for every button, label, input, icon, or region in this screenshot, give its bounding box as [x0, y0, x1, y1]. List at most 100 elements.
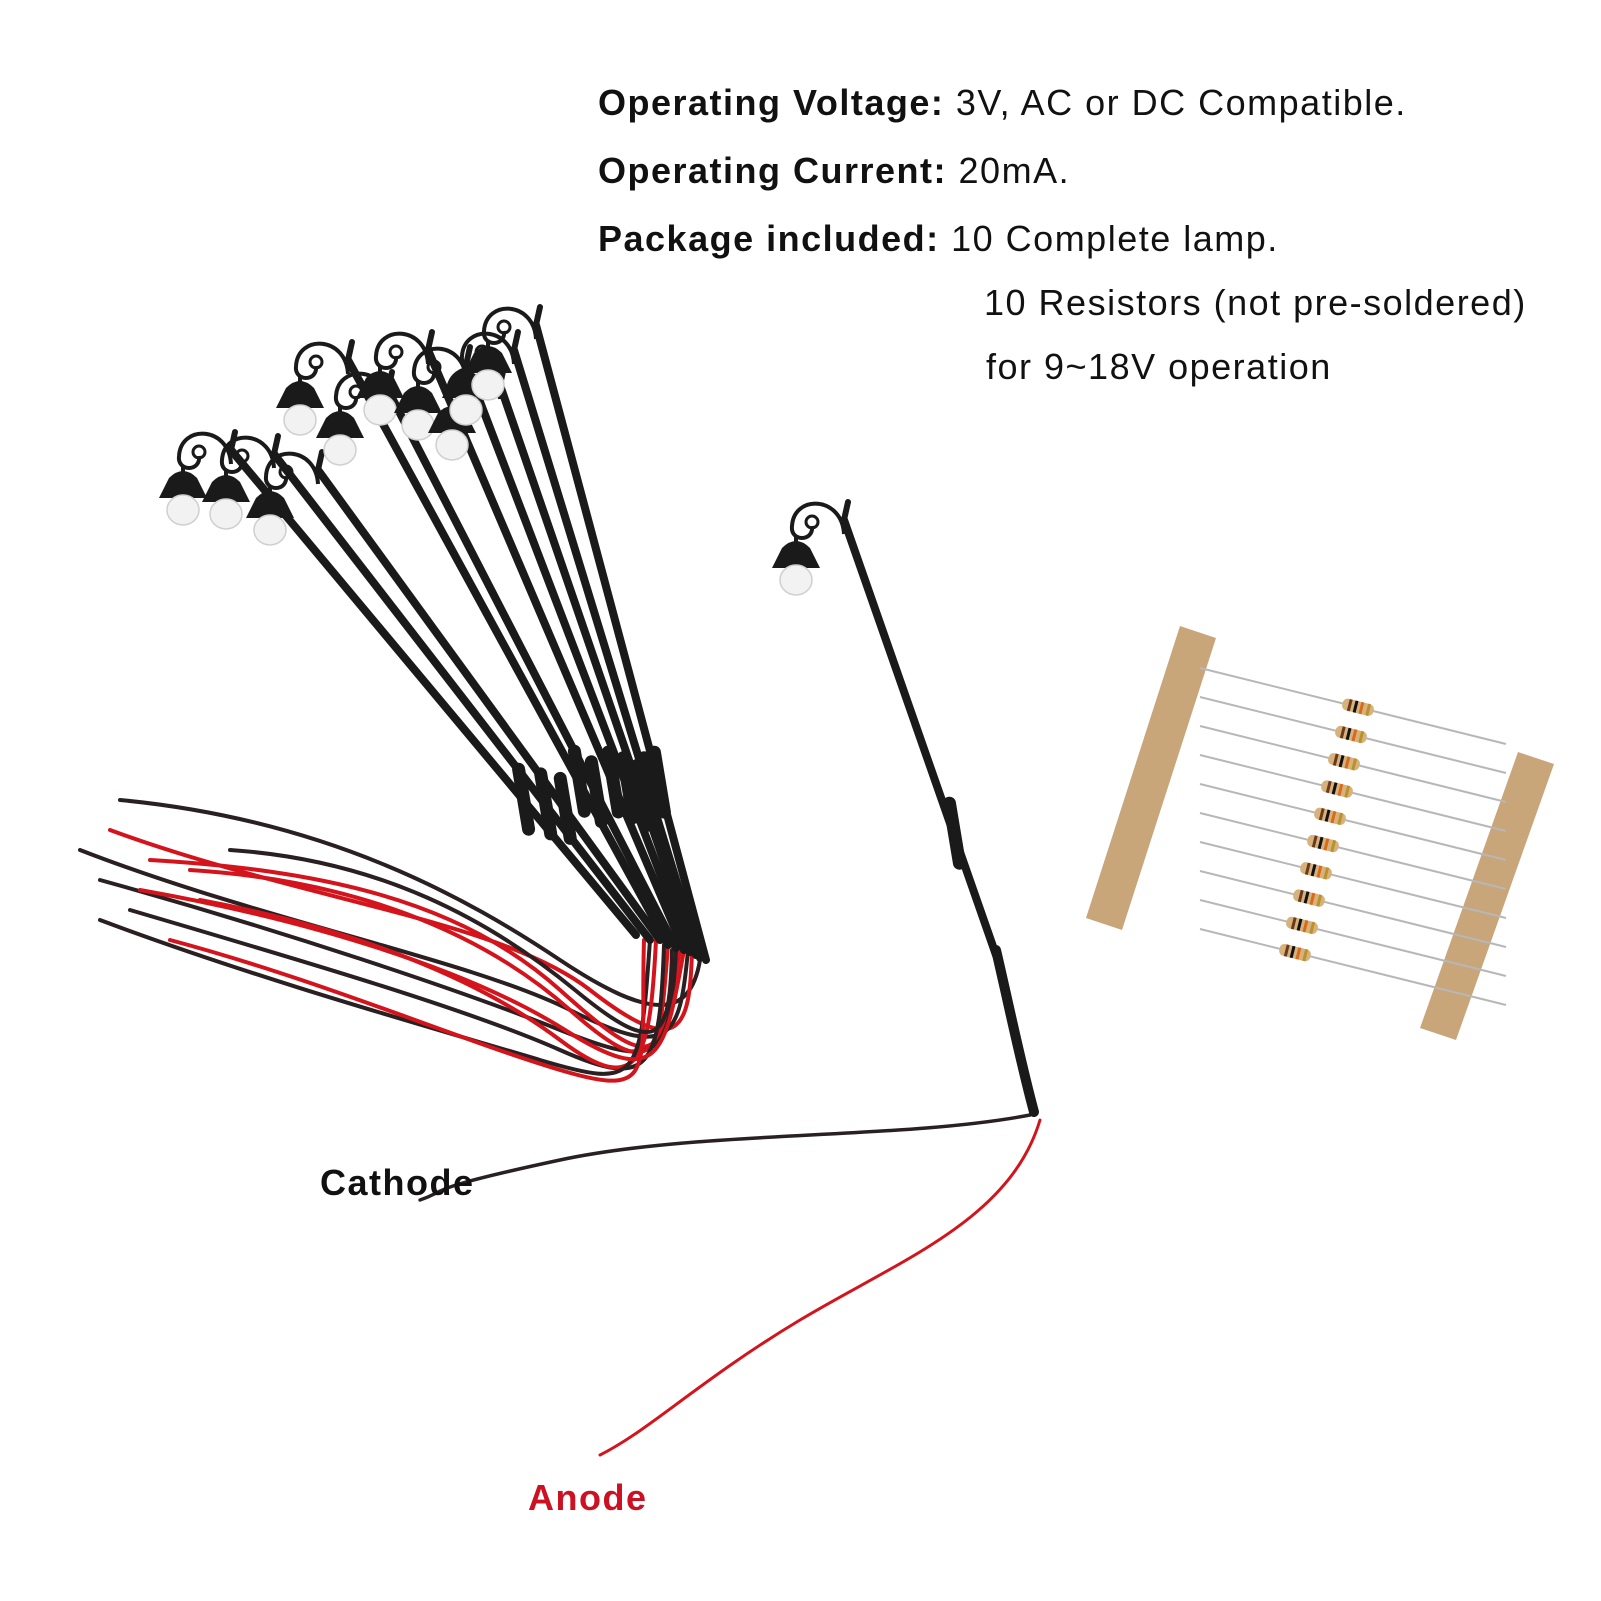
resistor-strip [1086, 626, 1554, 1040]
lamp-finial [345, 339, 355, 363]
resistor-band [1316, 865, 1323, 878]
lamp-finial [533, 304, 543, 328]
lamp-pole [344, 356, 672, 949]
lamp-6 [356, 329, 688, 954]
resistor-6 [1307, 834, 1339, 853]
tape-right [1420, 752, 1554, 1040]
resistor-band [1337, 812, 1344, 826]
lamp-4 [276, 339, 672, 949]
lamp-9 [442, 329, 704, 962]
resistor-10 [1279, 943, 1311, 962]
anode-wire [598, 1118, 1042, 1457]
resistor-band [1323, 838, 1330, 851]
lamp-pole [227, 446, 640, 939]
lamp-shade [464, 346, 512, 373]
spec-package-line1: 10 Complete lamp. [951, 218, 1279, 259]
resistor-band [1311, 835, 1318, 848]
resistor-band [1337, 783, 1344, 797]
lamp-scroll [293, 341, 350, 380]
resistor-band [1344, 756, 1351, 769]
lamp-globe [363, 394, 397, 426]
resistor-band [1297, 889, 1304, 903]
lamp-pole [496, 381, 700, 959]
lamp-pole [270, 450, 654, 944]
lamp-scroll-curl [426, 359, 442, 375]
tape-left [1086, 626, 1216, 930]
resistor-band [1351, 758, 1358, 771]
lamp-shade [276, 381, 324, 408]
resistor-band [1304, 862, 1311, 875]
lamp-globe [209, 498, 243, 530]
lamp-wire-6 [128, 908, 666, 1071]
resistor-band [1309, 892, 1316, 906]
lamp-pole [384, 386, 680, 952]
lamp-wire-3 [148, 858, 682, 1049]
lamp-scroll-curl [278, 464, 294, 480]
resistor-5 [1314, 807, 1346, 826]
lamp-globe [435, 429, 469, 461]
spec-current-label: Operating Current: [598, 150, 948, 191]
resistor-band [1331, 782, 1338, 795]
resistor-band [1352, 700, 1359, 713]
spec-package-line2: 10 Resistors (not pre-soldered) [984, 282, 1527, 323]
resistor-band [1290, 917, 1297, 930]
resistor-4 [1321, 780, 1353, 798]
spec-current: Operating Current: 20mA. [598, 150, 1070, 192]
resistor-band [1338, 754, 1345, 768]
resistor-band [1295, 947, 1302, 960]
spec-package-label: Package included: [598, 218, 940, 259]
resistor-band [1344, 785, 1351, 798]
lamp-7 [394, 344, 694, 956]
lamp-lead [991, 945, 1039, 1117]
cathode-wire [418, 1113, 1032, 1202]
lamp-wire-11 [138, 888, 686, 1062]
lamp-wire-10 [228, 848, 674, 1035]
lamp-collar [553, 771, 577, 845]
lamp-finial [841, 499, 851, 523]
resistor-band [1302, 948, 1309, 962]
lamp-scroll-curl [496, 319, 512, 335]
lamp-pole [424, 346, 688, 954]
resistor-7 [1300, 862, 1332, 880]
lamp-wire-7 [198, 898, 658, 1070]
resistor-1 [1342, 698, 1374, 716]
lamp-shade [772, 541, 820, 568]
resistor-lead [1199, 928, 1507, 1006]
spec-package-line3: for 9~18V operation [986, 346, 1332, 387]
resistor-band [1365, 703, 1372, 716]
lamp-shade [316, 411, 364, 438]
resistor-band [1302, 919, 1309, 933]
resistor-band [1358, 730, 1365, 744]
resistor-9 [1286, 916, 1318, 935]
lamp-scroll [411, 346, 468, 385]
lamp-scroll-curl [191, 444, 207, 460]
lamp-collar [647, 745, 671, 819]
lamp-globe [449, 394, 483, 426]
lamp-globe [323, 434, 357, 466]
resistor-lead [1199, 783, 1507, 861]
lamp-collar [584, 755, 608, 829]
resistor-band [1289, 945, 1296, 959]
resistor-band [1318, 808, 1325, 821]
resistor-lead [1199, 899, 1507, 977]
resistor-band [1309, 921, 1316, 935]
spec-voltage-value: 3V, AC or DC Compatible. [955, 82, 1407, 123]
lamp-scroll-curl [234, 448, 250, 464]
lamp-scroll-curl [308, 354, 324, 370]
resistor-band [1346, 699, 1353, 712]
resistor-lead [1199, 812, 1507, 890]
resistor-band [1310, 864, 1317, 877]
lamp-1 [159, 429, 640, 939]
lamp-5 [316, 369, 680, 952]
resistor-2 [1335, 725, 1367, 744]
lamp-globe [779, 564, 813, 596]
spec-voltage-label: Operating Voltage: [598, 82, 945, 123]
single-lamp [418, 499, 1042, 1457]
lamp-bundle [78, 304, 710, 1083]
lamp-finial [463, 344, 473, 368]
lamp-globe [166, 494, 200, 526]
lamp-finial [315, 449, 325, 473]
resistor-band [1358, 701, 1365, 715]
resistor-lead [1199, 841, 1507, 919]
resistor-band [1324, 809, 1331, 822]
